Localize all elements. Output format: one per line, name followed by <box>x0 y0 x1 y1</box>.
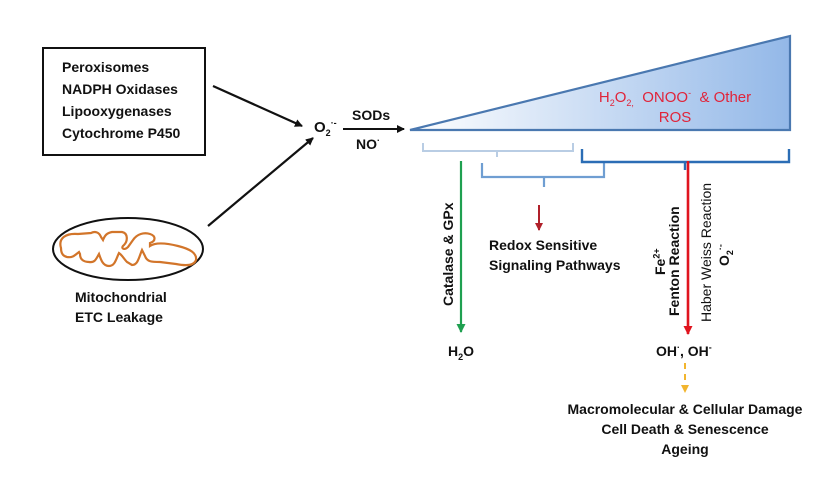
water-h: H <box>448 343 459 359</box>
bracket-mid-ros <box>480 163 606 187</box>
water-o: O <box>463 343 475 359</box>
mitochondrion-cristae <box>59 230 198 268</box>
other-ros: & Other <box>699 89 752 106</box>
source-lipooxygenases: Lipooxygenases <box>62 103 172 119</box>
h2o2-sub2: 2, <box>626 98 634 108</box>
o2-base: O <box>716 255 732 266</box>
mitochondrion-outline <box>52 217 204 281</box>
hydroxyl-products-label: OH·, OH- <box>656 342 712 361</box>
arrow-mitochondria-to-superoxide <box>207 137 314 227</box>
source-cytochrome-p450: Cytochrome P450 <box>62 125 181 141</box>
hydroxyl-radical: OH <box>656 343 677 359</box>
water-sub: 2 <box>458 351 464 362</box>
bracket-low-ros <box>422 143 574 157</box>
sods-label: SODs <box>352 107 391 123</box>
ros-species-line2: ROS <box>658 109 692 126</box>
fenton-reaction-label: Fenton Reaction <box>666 206 682 316</box>
superoxide-base: O <box>314 119 326 136</box>
redox-signaling-line2: Signaling Pathways <box>489 257 621 273</box>
water-product-label: H2O <box>448 342 474 361</box>
bracket-high-ros <box>580 149 791 170</box>
ros-species-line1: H2O2, ONOO- & Other <box>590 88 760 108</box>
ros-sources-box: Peroxisomes NADPH Oxidases Lipooxygenase… <box>42 47 206 156</box>
outcome-cell-death: Cell Death & Senescence <box>601 421 769 437</box>
hydroxyl-radical-sup: · <box>677 342 680 353</box>
haber-weiss-reaction-label: Haber Weiss Reaction <box>698 182 714 322</box>
hydroxide: , OH <box>680 343 709 359</box>
catalase-gpx-label: Catalase & GPx <box>440 202 456 307</box>
superoxide-sub: 2 <box>325 128 331 138</box>
h2o2-h: H <box>598 89 610 106</box>
mitochondria-label-line2: ETC Leakage <box>75 309 163 325</box>
source-nadph-oxidases: NADPH Oxidases <box>62 81 178 97</box>
h2o2-o: O <box>614 89 627 106</box>
h2o2-sub1: 2 <box>609 98 615 108</box>
redox-signaling-line1: Redox Sensitive <box>489 237 598 253</box>
nitric-oxide-base: NO <box>356 136 377 152</box>
source-peroxisomes: Peroxisomes <box>62 59 150 75</box>
outcome-damage: Macromolecular & Cellular Damage <box>567 401 803 417</box>
iron-sup: 2+ <box>651 248 662 259</box>
ros-gradient-triangle <box>409 34 792 132</box>
superoxide-sup: ·- <box>330 118 337 128</box>
mitochondria-label-line1: Mitochondrial <box>75 289 167 305</box>
superoxide-label: O2·- <box>314 118 337 138</box>
o2-sup: ·- <box>715 244 726 251</box>
arrow-sources-to-superoxide <box>212 84 303 128</box>
peroxynitrite-sup: - <box>688 88 692 98</box>
hydroxide-sup: - <box>708 342 712 353</box>
peroxynitrite: ONOO <box>642 89 689 106</box>
superoxide-haber-label: O2·- <box>715 244 735 266</box>
nitric-oxide-label: NO· <box>356 135 380 154</box>
o2-sub: 2 <box>724 250 735 256</box>
nitric-oxide-sup: · <box>377 135 380 146</box>
outcome-ageing: Ageing <box>661 441 709 457</box>
